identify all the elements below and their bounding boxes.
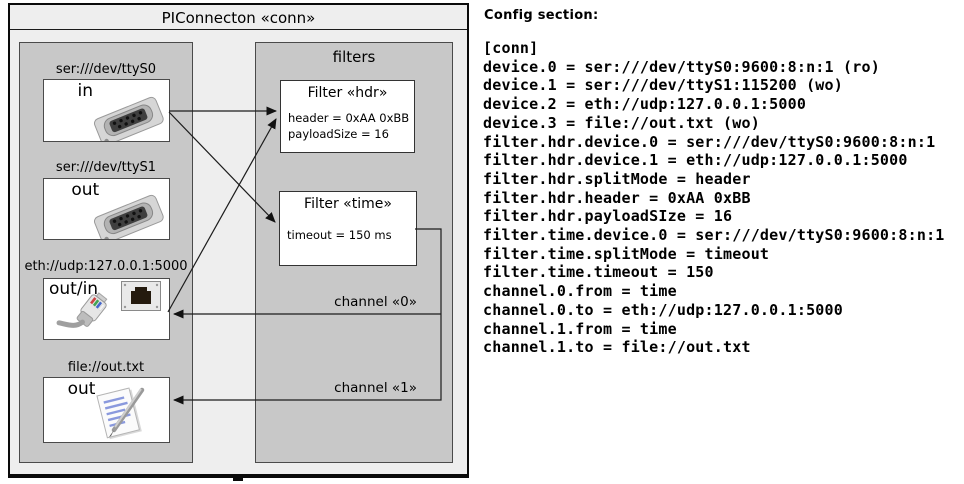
device-box-eth: out/in [43,278,170,340]
filter-time-attributes: timeout = 150 ms [287,228,414,244]
device-direction: out/in [49,279,99,299]
title-separator [10,29,467,30]
ethernet-port-icon [121,281,161,311]
device-box-ttyS0: in [43,79,170,142]
filter-hdr-attributes: header = 0xAA 0xBB payloadSize = 16 [288,111,412,142]
filter-hdr-box: Filter «hdr» header = 0xAA 0xBB payloadS… [280,80,415,153]
filter-attribute: payloadSize = 16 [288,126,389,141]
notepad-icon [96,387,145,440]
device-direction: in [77,81,94,101]
device-label-eth: eth://udp:127.0.0.1:5000 [24,259,188,274]
filter-attribute: timeout = 150 ms [287,228,392,242]
config-text: [conn] device.0 = ser:///dev/ttyS0:9600:… [483,39,945,357]
device-label-ttyS1: ser:///dev/ttyS1 [55,160,157,175]
serial-connector-icon [93,194,164,239]
filter-attribute: header = 0xAA 0xBB [288,111,410,125]
device-direction: out [71,180,100,200]
diagram-title: PIConnecton «conn» [161,9,316,27]
filter-time-title: Filter «time» [304,196,392,212]
filters-group-label: filters [332,48,376,66]
device-box-file: out [43,377,170,443]
channel-0-label: channel «0» [334,294,417,310]
ethernet-cable-icon [56,292,108,328]
device-box-ttyS1: out [43,178,170,240]
filter-time-box: Filter «time» timeout = 150 ms [279,191,417,266]
serial-connector-icon [93,96,164,141]
device-label-file: file://out.txt [67,360,145,375]
filter-hdr-title: Filter «hdr» [307,85,388,101]
config-section-heading: Config section: [484,8,599,23]
device-direction: out [67,379,96,399]
bottom-notch [233,476,243,481]
device-label-ttyS0: ser:///dev/ttyS0 [55,62,157,77]
channel-1-label: channel «1» [334,380,417,396]
connection-diagram: PIConnecton «conn» filters ser:///dev/tt… [8,3,469,478]
